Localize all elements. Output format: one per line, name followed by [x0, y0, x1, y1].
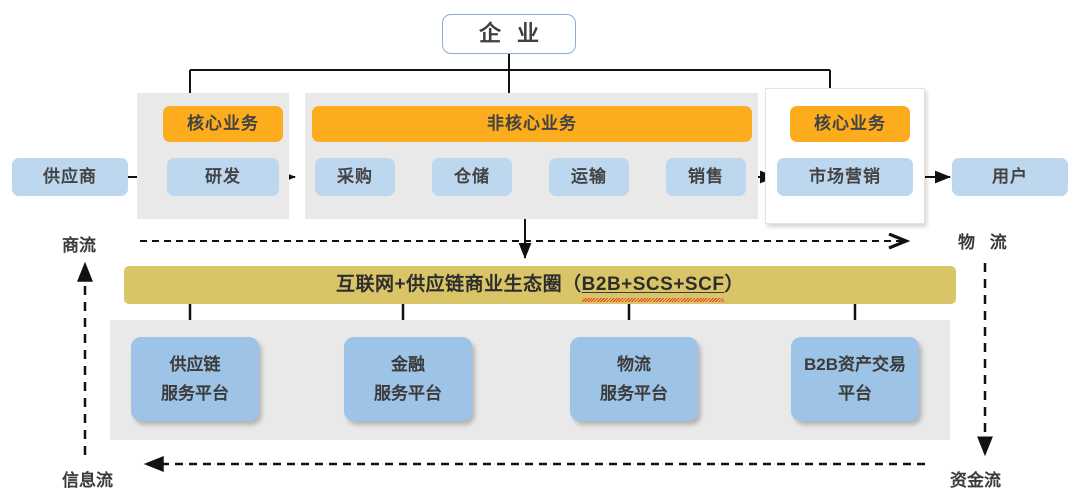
platform-line-2: 服务平台	[374, 384, 442, 403]
ecosystem-text-suffix: ）	[724, 274, 744, 296]
platform-card-supply-chain[interactable]: 供应链 服务平台	[131, 337, 259, 421]
ecosystem-text-acronyms: B2B+SCS+SCF	[581, 274, 725, 302]
platform-line-2: 服务平台	[600, 384, 668, 403]
ecosystem-bar[interactable]: 互联网+供应链商业生态圈（B2B+SCS+SCF）	[124, 266, 956, 304]
ecosystem-text-prefix: 互联网+供应链商业生态圈（	[336, 274, 582, 296]
node-transport[interactable]: 运输	[549, 158, 629, 196]
flow-label-logistics: 物 流	[958, 233, 1012, 252]
node-supplier[interactable]: 供应商	[12, 158, 128, 196]
group-header-core-left[interactable]: 核心业务	[163, 106, 283, 142]
platform-line-1: 金融	[391, 354, 425, 374]
flow-label-information: 信息流	[62, 471, 113, 490]
flow-label-capital: 资金流	[950, 471, 1001, 490]
platform-line-2: 服务平台	[161, 384, 229, 403]
platform-line-1: B2B资产交易	[803, 354, 906, 374]
platform-line-2: 平台	[838, 384, 872, 403]
node-warehousing[interactable]: 仓储	[432, 158, 512, 196]
platform-card-finance[interactable]: 金融 服务平台	[344, 337, 472, 421]
group-header-core-right[interactable]: 核心业务	[790, 106, 910, 142]
flow-label-commerce: 商流	[62, 236, 96, 255]
enterprise-box[interactable]: 企 业	[442, 14, 576, 54]
platform-line-1: 供应链	[169, 354, 221, 374]
platform-card-logistics[interactable]: 物流 服务平台	[570, 337, 698, 421]
node-sales[interactable]: 销售	[666, 158, 746, 196]
group-header-non-core[interactable]: 非核心业务	[312, 106, 752, 142]
node-rd[interactable]: 研发	[167, 158, 279, 196]
node-user[interactable]: 用户	[952, 158, 1068, 196]
platform-line-1: 物流	[617, 354, 651, 374]
node-procurement[interactable]: 采购	[315, 158, 395, 196]
platform-card-b2b-asset[interactable]: B2B资产交易 平台	[791, 337, 919, 421]
node-marketing[interactable]: 市场营销	[777, 158, 913, 196]
